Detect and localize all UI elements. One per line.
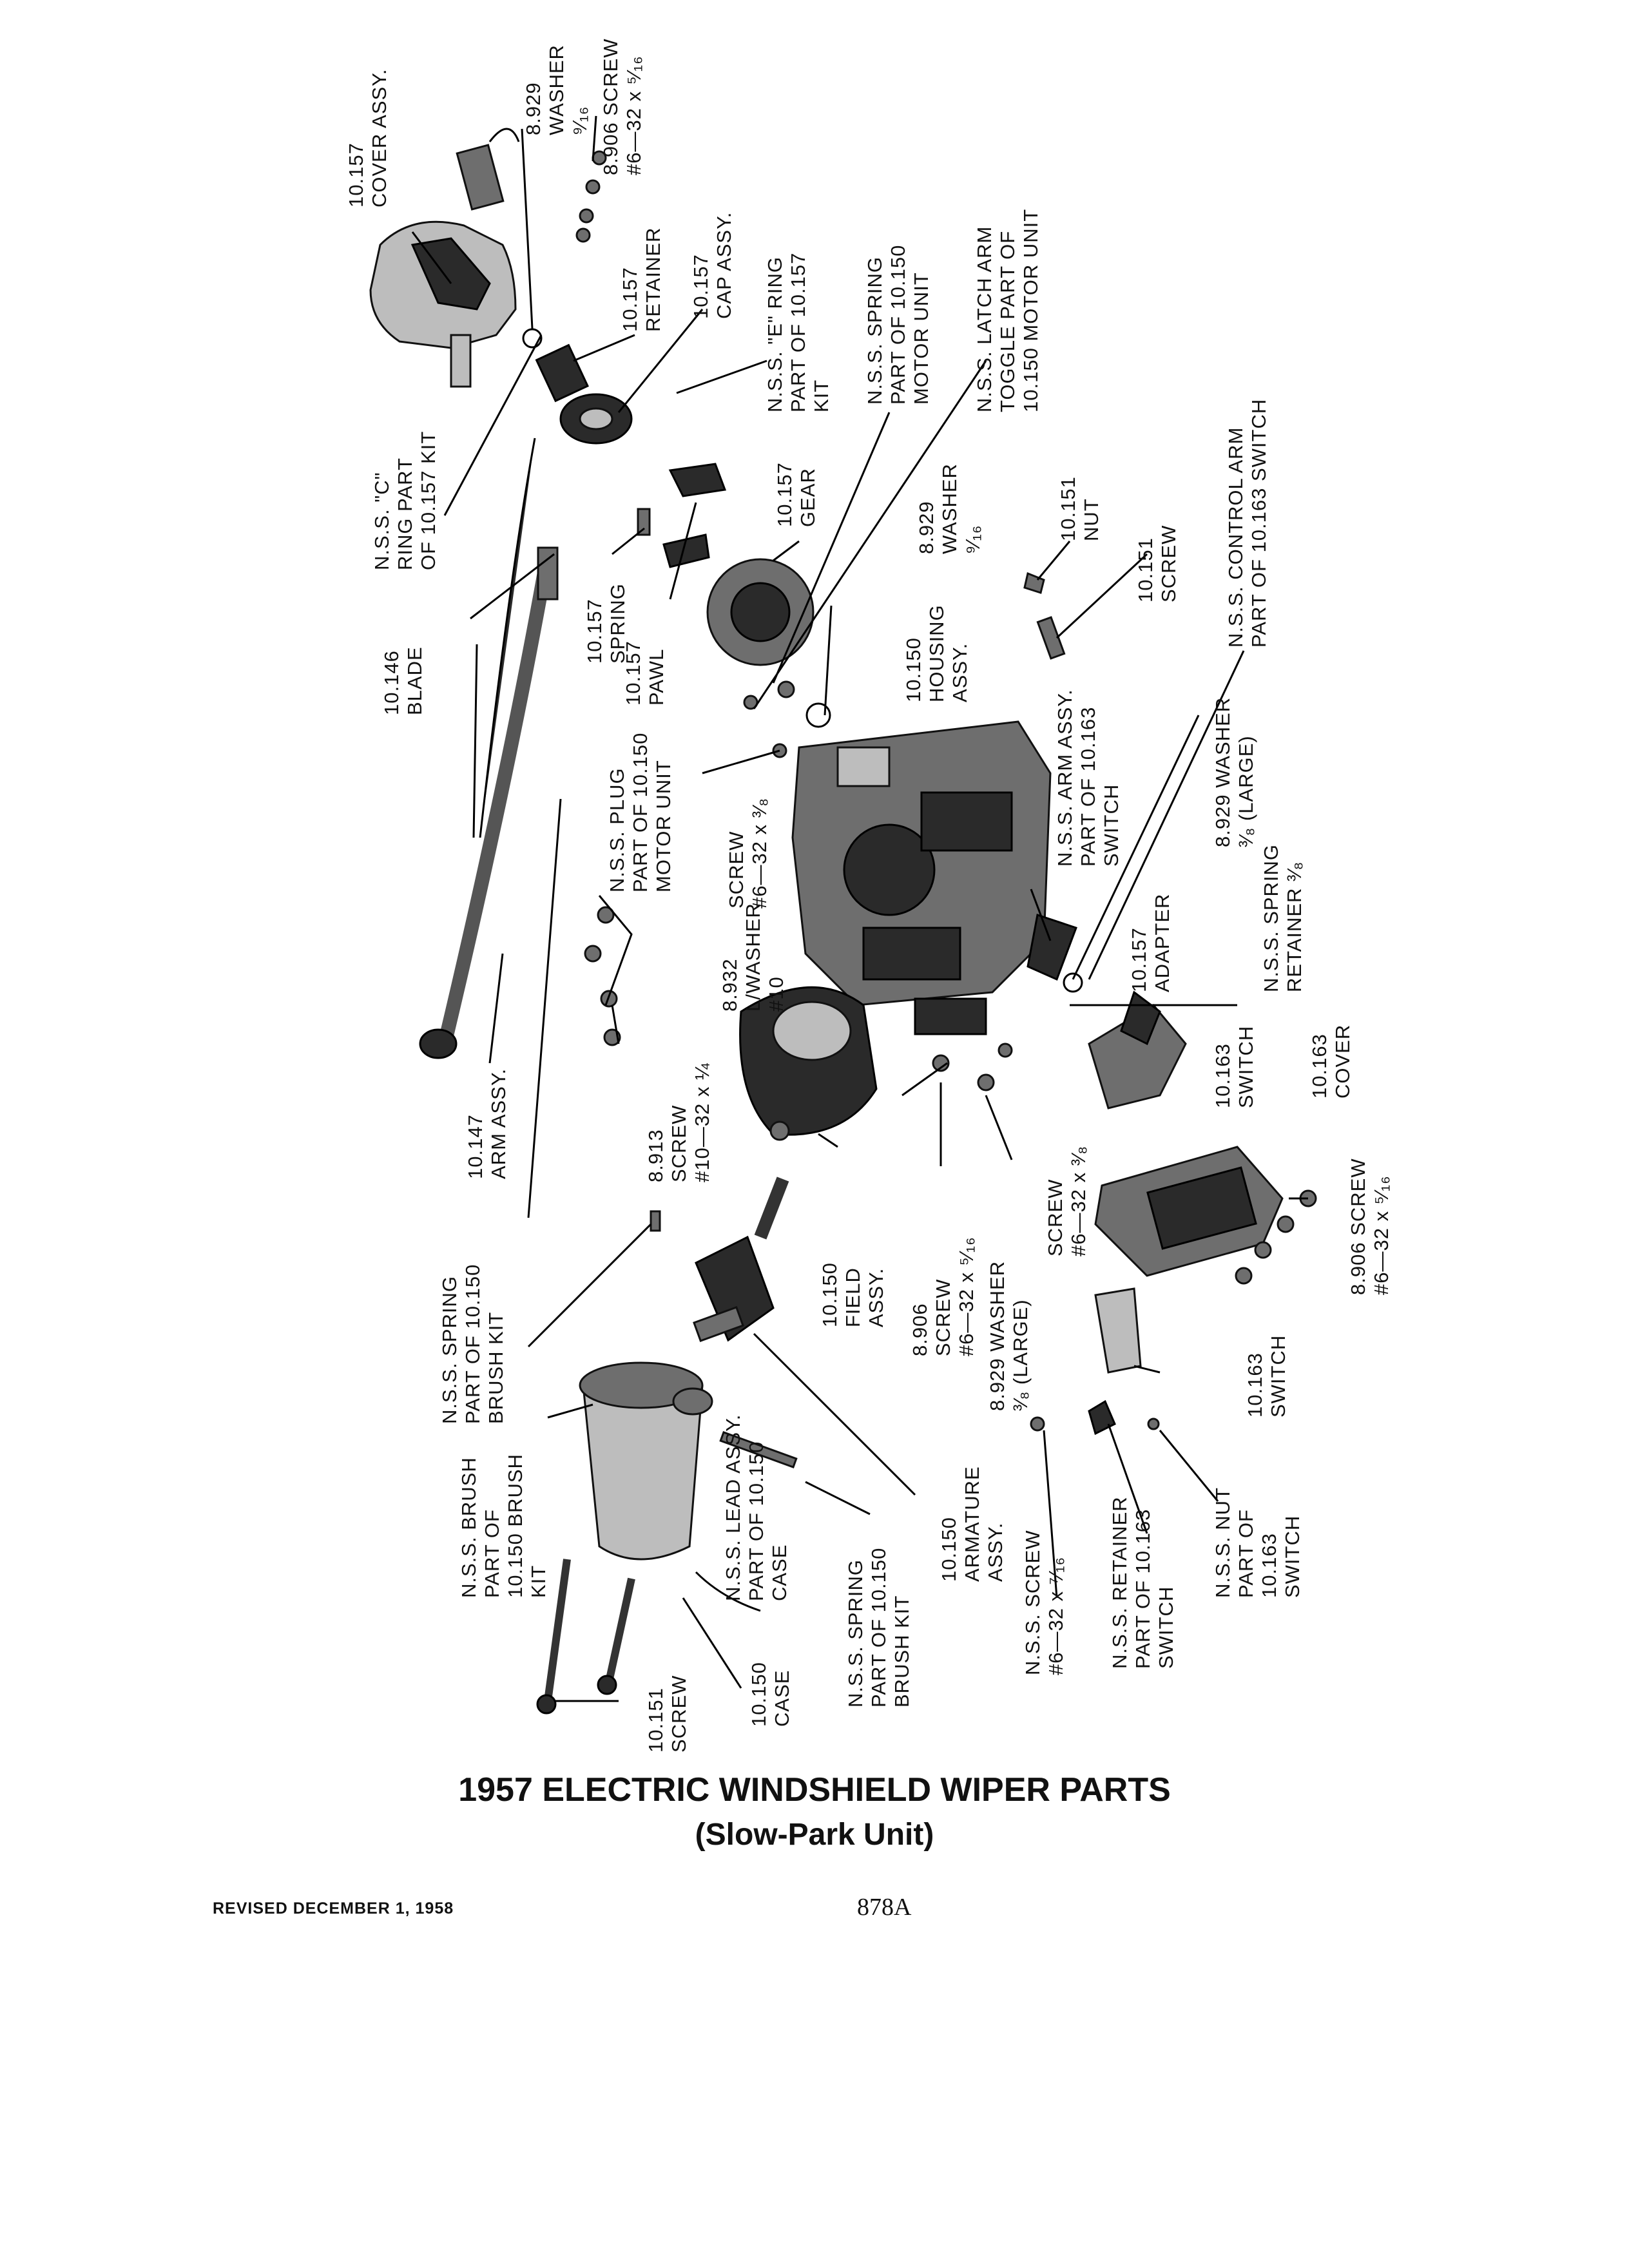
callout-lwasher: 8.932 L/WASHER #10 xyxy=(718,903,787,1012)
cover-assembly-part xyxy=(369,128,520,388)
field-assembly-part xyxy=(739,986,878,1141)
callout-plug: N.S.S. PLUG PART OF 10.150 MOTOR UNIT xyxy=(606,732,675,892)
wiper-arm-part xyxy=(419,546,559,1059)
callout-control-arm: N.S.S. CONTROL ARM PART OF 10.163 SWITCH xyxy=(1224,398,1270,648)
callout-switch-163-low: 10.163 SWITCH xyxy=(1244,1334,1289,1418)
callout-screw-632-38-top: SCREW #6—32 x ³⁄₈ xyxy=(725,797,771,908)
motor-case-part xyxy=(579,1361,761,1612)
callout-case-150: 10.150 CASE xyxy=(747,1662,793,1727)
callout-washer-929-top: 8.929 WASHER ⁹⁄₁₆ xyxy=(522,44,591,135)
wiper-blade-part xyxy=(472,437,562,1218)
callout-spring-brush-kit-low: N.S.S. SPRING PART OF 10.150 BRUSH KIT xyxy=(844,1547,913,1707)
pawl-spring-gear-parts xyxy=(637,463,831,728)
callout-retainer-nss: N.S.S. RETAINER PART OF 10.163 SWITCH xyxy=(1108,1496,1177,1669)
callout-leader-lines xyxy=(411,115,1308,1702)
callout-housing: 10.150 HOUSING ASSY. xyxy=(902,604,971,702)
armature-assembly-part xyxy=(650,1177,798,1469)
callout-brush: N.S.S. BRUSH PART OF 10.150 BRUSH KIT xyxy=(458,1454,550,1598)
callout-c-ring: N.S.S. "C" RING PART OF 10.157 KIT xyxy=(371,430,439,570)
callout-arm-assy-nss: N.S.S. ARM ASSY. PART OF 10.163 SWITCH xyxy=(1054,689,1123,867)
callout-spring-nss-motor: N.S.S. SPRING PART OF 10.150 MOTOR UNIT xyxy=(863,244,932,405)
callout-spring-retainer: N.S.S. SPRING RETAINER ³⁄₈ xyxy=(1260,843,1306,992)
callout-spring-brush-kit-top: N.S.S. SPRING PART OF 10.150 BRUSH KIT xyxy=(438,1264,507,1424)
callout-switch-163-mid: 10.163 SWITCH xyxy=(1211,1025,1257,1108)
callout-screw-906-mid: 8.906 SCREW #6—32 x ⁵⁄₁₆ xyxy=(909,1236,978,1356)
callout-nut-151: 10.151 NUT xyxy=(1057,476,1103,541)
page-title: 1957 ELECTRIC WINDSHIELD WIPER PARTS xyxy=(458,1771,1171,1809)
long-screws-part xyxy=(536,1559,635,1715)
callout-latch-arm: N.S.S. LATCH ARM TOGGLE PART OF 10.150 M… xyxy=(973,208,1042,412)
callout-washer-large-right: 8.929 WASHER ³⁄₈ (LARGE) xyxy=(1211,697,1257,847)
callout-screw-151-top: 10.151 SCREW xyxy=(1134,524,1180,602)
callout-gear: 10.157 GEAR xyxy=(773,462,819,527)
callout-retainer-157: 10.157 RETAINER xyxy=(619,227,664,332)
switch-cover-part xyxy=(1030,1146,1317,1436)
callout-arm-assy-147: 10.147 ARM ASSY. xyxy=(464,1068,510,1179)
callout-pawl: 10.157 PAWL xyxy=(622,640,668,706)
housing-assembly-part xyxy=(791,720,1052,1006)
callout-washer-large-mid: 8.929 WASHER ³⁄₈ (LARGE) xyxy=(986,1260,1032,1411)
callout-screw-151-low: 10.151 SCREW xyxy=(644,1675,690,1753)
callout-screw-nss-716: N.S.S. SCREW #6—32 x ⁷⁄₁₆ xyxy=(1021,1530,1067,1675)
callout-screw-906-top: 8.906 SCREW #6—32 x ⁵⁄₁₆ xyxy=(599,38,645,175)
callout-cap-assy: 10.157 CAP ASSY. xyxy=(689,211,735,319)
retainer-and-cap-parts xyxy=(522,150,633,445)
callout-e-ring: N.S.S. "E" RING PART OF 10.157 KIT xyxy=(764,252,833,412)
callout-lead-assy: N.S.S. LEAD ASSY. PART OF 10.150 CASE xyxy=(722,1414,791,1601)
callout-cover-assy: 10.157 COVER ASSY. xyxy=(345,68,390,207)
callout-nut-nss: N.S.S. NUT PART OF 10.163 SWITCH xyxy=(1211,1487,1304,1598)
callout-blade: 10.146 BLADE xyxy=(380,646,426,715)
revision-date: REVISED DECEMBER 1, 1958 xyxy=(213,1899,454,1917)
callout-screw-913: 8.913 SCREW #10—32 x ¼ xyxy=(644,1062,713,1182)
callout-adapter: 10.157 ADAPTER xyxy=(1128,893,1173,992)
page-number: 878A xyxy=(857,1894,912,1921)
callout-washer-929-mid: 8.929 WASHER ⁹⁄₁₆ xyxy=(915,463,984,554)
callout-screw-632-38-mid: SCREW #6—32 x ³⁄₈ xyxy=(1044,1145,1090,1256)
callout-armature: 10.150 ARMATURE ASSY. xyxy=(938,1466,1007,1582)
callout-screw-906-right: 8.906 SCREW #6—32 x ⁵⁄₁₆ xyxy=(1347,1158,1393,1295)
callout-cover-163: 10.163 COVER xyxy=(1308,1024,1354,1099)
switch-adapter-parts xyxy=(914,914,1187,1110)
callout-field-assy: 10.150 FIELD ASSY. xyxy=(818,1262,887,1327)
page-subtitle: (Slow-Park Unit) xyxy=(695,1818,934,1852)
